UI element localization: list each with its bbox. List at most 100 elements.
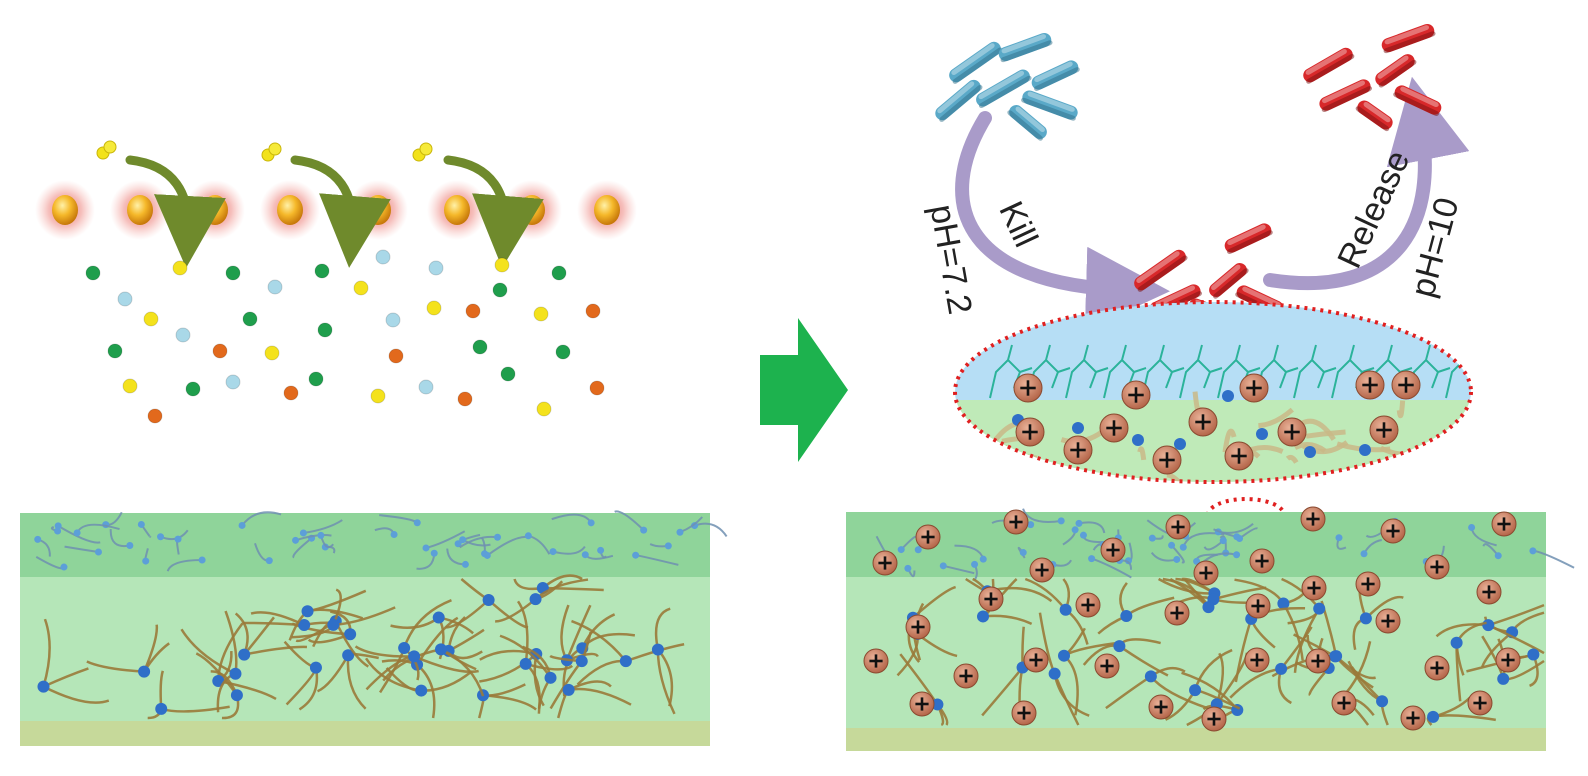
crosslink-node-icon	[1057, 649, 1070, 662]
network-strand	[1222, 428, 1237, 453]
crosslink-node-icon	[1304, 446, 1316, 458]
network-strand	[413, 655, 479, 674]
crosslink-node-icon	[931, 698, 944, 711]
right-cation-group	[863, 506, 1521, 732]
bacterium-rod	[935, 79, 983, 122]
monomer-dot-icon	[314, 263, 330, 279]
bacterium-rod	[1355, 100, 1393, 132]
network-strand	[1285, 454, 1299, 464]
crosslink-node-icon	[977, 610, 990, 623]
monomer-dot-icon	[308, 371, 324, 387]
crosslink-node-icon	[587, 519, 595, 527]
crosslink-node-icon	[229, 667, 242, 680]
network-strand	[1170, 544, 1185, 564]
crosslink-node-icon	[459, 536, 467, 544]
crosslink-node-icon	[155, 702, 168, 715]
gold-nanoparticle-icon	[444, 195, 470, 225]
crosslink-node-icon	[321, 543, 329, 551]
crosslink-node-icon	[198, 556, 206, 564]
monomer-dot-icon	[500, 366, 516, 382]
crosslink-node-icon	[298, 619, 311, 632]
crosslink-node-icon	[529, 593, 542, 606]
monomer-dot-icon	[370, 388, 386, 404]
monomer-dimer-group	[96, 140, 433, 162]
left-polymer-network	[34, 510, 728, 720]
bacteria-red-icon	[1303, 23, 1442, 132]
crosslink-node-icon	[238, 648, 251, 661]
crosslink-node-icon	[1427, 710, 1440, 723]
crosslink-node-icon	[979, 555, 987, 563]
process-arrow	[760, 318, 848, 462]
crosslink-node-icon	[1019, 549, 1027, 557]
monomer-dot-icon	[589, 380, 605, 396]
crosslink-node-icon	[904, 564, 912, 572]
crosslink-node-icon	[1277, 597, 1290, 610]
gold-nanoparticle-icon	[52, 195, 78, 225]
crosslink-node-icon	[54, 527, 62, 535]
crosslink-node-icon	[422, 544, 430, 552]
monomer-dot-icon	[172, 260, 188, 276]
monomer-dot-icon	[385, 312, 401, 328]
crosslink-node-icon	[1148, 534, 1156, 542]
crosslink-node-icon	[94, 548, 102, 556]
network-strand	[552, 545, 586, 555]
crosslink-node-icon	[1168, 541, 1176, 549]
crosslink-node-icon	[1113, 640, 1126, 653]
monomer-dot-icon	[117, 291, 133, 307]
crosslink-node-icon	[1359, 612, 1372, 625]
zwitterion-brush	[989, 344, 1033, 399]
bacterium-rod	[1381, 23, 1436, 54]
network-strand	[976, 444, 1010, 455]
crosslink-node-icon	[482, 594, 495, 607]
crosslink-node-icon	[1071, 526, 1079, 534]
zoom-ellipse	[953, 300, 1473, 484]
crosslink-node-icon	[301, 605, 314, 618]
crosslink-node-icon	[174, 535, 182, 543]
network-strand	[614, 510, 645, 531]
crosslink-node-icon	[138, 665, 151, 678]
network-strand	[1258, 407, 1294, 429]
monomer-dimer-icon	[419, 142, 433, 156]
olive-arrow-1	[125, 155, 226, 268]
bacterium-rod	[1393, 85, 1442, 116]
network-strand	[166, 558, 203, 572]
network-strand	[1347, 471, 1386, 480]
crosslink-node-icon	[897, 546, 905, 554]
crosslink-node-icon	[619, 655, 632, 668]
monomer-dot-icon	[551, 265, 567, 281]
crosslink-node-icon	[137, 520, 145, 528]
monomer-dot-icon	[283, 385, 299, 401]
network-strand	[42, 685, 110, 704]
monomer-dot-cloud	[85, 249, 605, 424]
bacterium-rod	[949, 41, 1003, 84]
monomer-dot-icon	[212, 343, 228, 359]
crosslink-node-icon	[640, 526, 648, 534]
crosslink-node-icon	[434, 643, 447, 656]
zwitterion-brush	[1141, 344, 1185, 399]
crosslink-node-icon	[157, 533, 165, 541]
gold-nanoparticle-icon	[519, 195, 545, 225]
gold-nanoparticle-icon	[365, 195, 391, 225]
network-strand	[195, 652, 238, 696]
crosslink-node-icon	[1079, 531, 1087, 539]
network-strand	[1280, 626, 1313, 670]
network-strand	[292, 537, 313, 559]
crosslink-node-icon	[562, 683, 575, 696]
crosslink-node-icon	[398, 641, 411, 654]
crosslink-node-icon	[1497, 672, 1510, 685]
monomer-dot-icon	[428, 260, 444, 276]
monomer-dot-icon	[388, 348, 404, 364]
network-strand	[303, 519, 343, 534]
crosslink-node-icon	[597, 546, 605, 554]
bacteria-blue-icon	[935, 32, 1080, 141]
bacterium-rod	[1031, 60, 1080, 91]
left-hydrogel-block	[20, 510, 728, 746]
crosslink-node-icon	[230, 689, 243, 702]
crosslink-node-icon	[142, 557, 150, 565]
crosslink-node-icon	[632, 551, 640, 559]
crosslink-node-icon	[549, 548, 557, 556]
right-bottom-layer	[846, 575, 1546, 728]
network-strand	[1305, 429, 1346, 439]
network-strand	[440, 648, 485, 697]
gold-nanoparticle-icon	[202, 195, 228, 225]
